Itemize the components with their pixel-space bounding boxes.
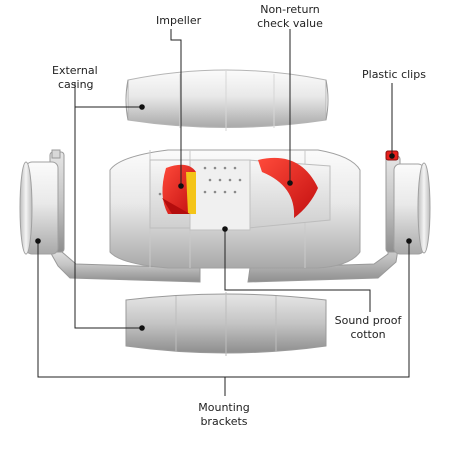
label-sound-proof-line2: cotton bbox=[350, 328, 385, 341]
label-impeller: Impeller bbox=[156, 14, 202, 27]
left-end-ring bbox=[20, 150, 64, 254]
impeller-blades bbox=[162, 165, 196, 214]
label-mounting-line1: Mounting bbox=[198, 401, 250, 414]
label-plastic-clips: Plastic clips bbox=[362, 68, 426, 81]
label-external-casing-line2: casing bbox=[58, 78, 94, 91]
label-mounting-line2: brackets bbox=[200, 415, 247, 428]
label-sound-proof-line1: Sound proof bbox=[335, 314, 403, 327]
label-check-valve-line2: check value bbox=[257, 17, 323, 30]
label-external-casing-line1: External bbox=[52, 64, 98, 77]
label-check-valve-line1: Non-return bbox=[260, 3, 320, 16]
casing-top-half bbox=[126, 70, 328, 131]
casing-bottom-half bbox=[126, 292, 326, 356]
fan-body bbox=[110, 150, 360, 268]
